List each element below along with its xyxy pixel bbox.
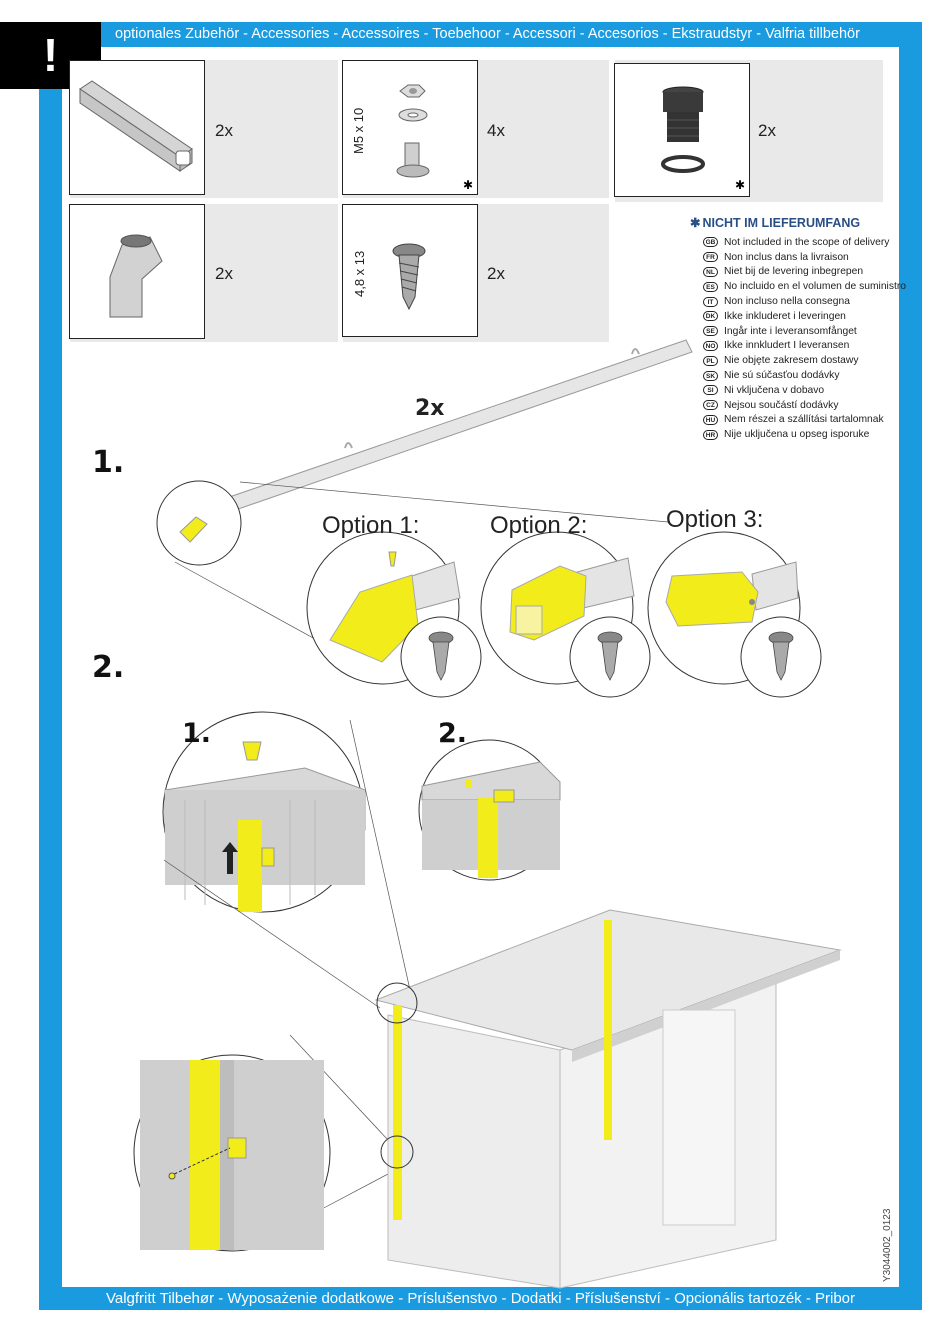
option-3-label: Option 3:: [666, 506, 763, 534]
step-2-number: 2.: [92, 650, 124, 685]
option-2-label: Option 2:: [490, 512, 587, 540]
substep-1-number: 1.: [182, 718, 211, 749]
option-1-detail: [307, 532, 481, 697]
garden-shed: [376, 910, 840, 1288]
gutter-quantity: 2x: [415, 396, 445, 421]
step2-detail-2: [419, 740, 560, 880]
substep-2-number: 2.: [438, 718, 467, 749]
step-1-number: 1.: [92, 445, 124, 480]
option-2-detail: [481, 532, 650, 697]
document-id: Y3044002_0123: [882, 1209, 893, 1282]
gutter-pipe: [210, 340, 692, 516]
option-1-label: Option 1:: [322, 512, 419, 540]
option-3-detail: [648, 532, 821, 697]
step2-detail-3: [134, 1055, 330, 1251]
